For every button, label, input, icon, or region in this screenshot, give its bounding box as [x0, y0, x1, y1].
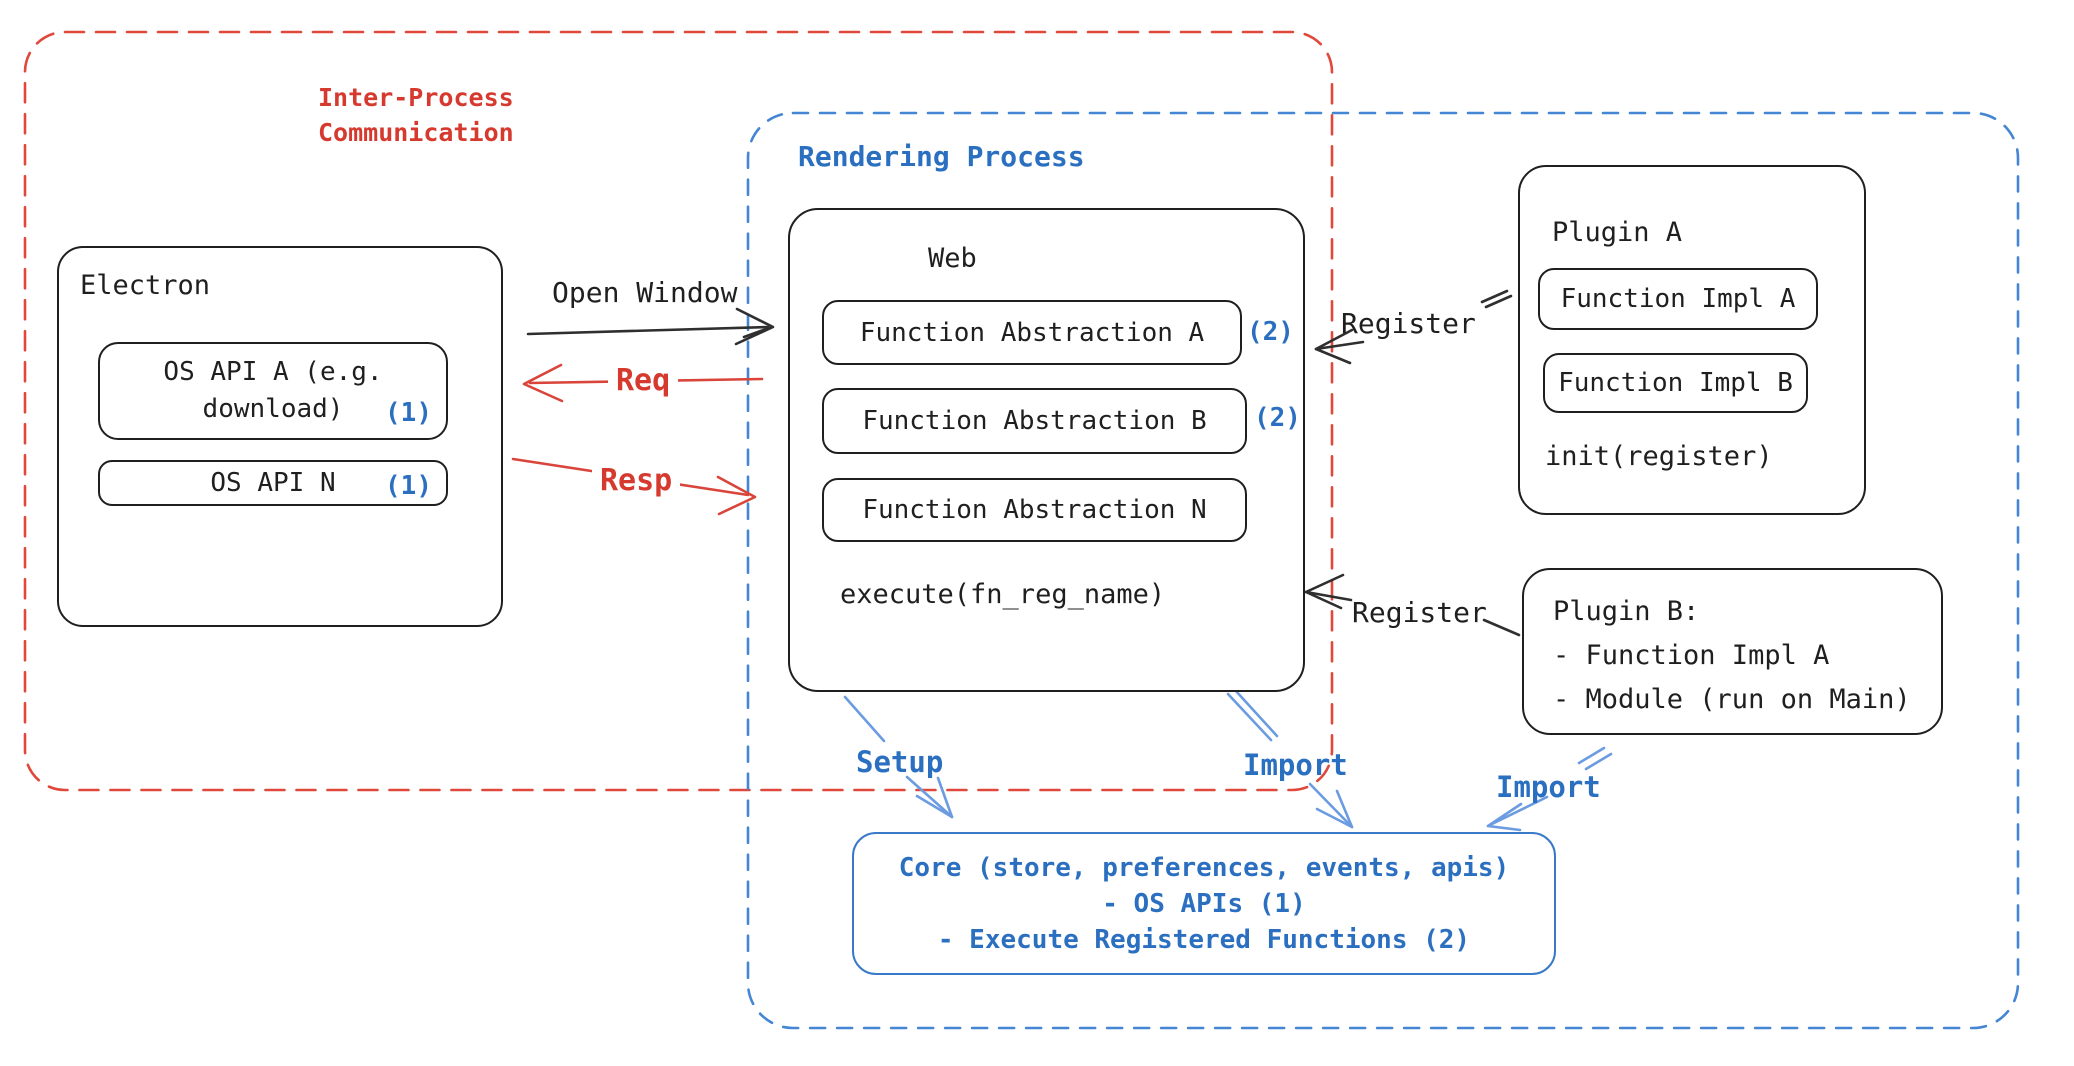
- core-box: Core (store, preferences, events, apis) …: [852, 832, 1556, 975]
- function-impl-a-label: Function Impl A: [1560, 284, 1796, 314]
- os-api-a-box: OS API A (e.g. download) (1): [98, 342, 448, 440]
- plugin-b-box: [1522, 568, 1943, 735]
- os-api-n-badge: (1): [385, 471, 432, 501]
- register-plugin-b-label: Register: [1352, 596, 1487, 629]
- resp-label: Resp: [592, 463, 681, 498]
- register-plugin-a-label: Register: [1341, 307, 1476, 340]
- os-api-a-badge: (1): [385, 398, 432, 428]
- setup-label: Setup: [856, 745, 944, 779]
- plugin-a-title: Plugin A: [1552, 217, 1683, 248]
- function-impl-a-box: Function Impl A: [1538, 268, 1818, 330]
- register-plugin-a-arrow: [1314, 289, 1513, 365]
- function-abstraction-n-box: Function Abstraction N: [822, 478, 1247, 542]
- rendering-dashed-region: [746, 111, 2020, 1030]
- open-window-label: Open Window: [552, 276, 738, 309]
- os-api-n-box: OS API N (1): [98, 460, 448, 506]
- function-abstraction-a-box: Function Abstraction A: [822, 300, 1242, 365]
- os-api-n-label: OS API N: [210, 468, 336, 498]
- import-plugin-b-label: Import: [1496, 770, 1601, 804]
- setup-arrow: [843, 695, 954, 819]
- import-web-label: Import: [1243, 748, 1348, 782]
- os-api-a-label: OS API A (e.g. download): [163, 357, 383, 424]
- open-window-arrow: [526, 307, 775, 346]
- web-title: Web: [928, 243, 977, 274]
- function-abstraction-b-label: Function Abstraction B: [862, 406, 1207, 436]
- function-abstraction-n-label: Function Abstraction N: [862, 495, 1207, 525]
- plugin-a-box: [1518, 165, 1866, 515]
- import-plugin-b-arrow: [1486, 746, 1613, 832]
- function-abstraction-b-box: Function Abstraction B: [822, 388, 1247, 454]
- req-label: Req: [608, 363, 679, 398]
- electron-title: Electron: [80, 270, 211, 301]
- function-abstraction-a-label: Function Abstraction A: [859, 317, 1205, 348]
- import-web-arrow: [1226, 688, 1354, 829]
- function-abstraction-b-badge: (2): [1254, 403, 1301, 433]
- function-abstraction-a-badge: (2): [1247, 317, 1294, 347]
- function-impl-b-label: Function Impl B: [1558, 368, 1793, 398]
- register-plugin-b-arrow: [1304, 573, 1521, 637]
- plugin-b-text: Plugin B: - Function Impl A - Module (ru…: [1553, 596, 1911, 715]
- core-text: Core (store, preferences, events, apis) …: [898, 852, 1510, 955]
- function-impl-b-box: Function Impl B: [1543, 353, 1808, 413]
- ipc-region-label: Inter-Process Communication: [318, 83, 514, 147]
- rendering-region-label: Rendering Process: [798, 140, 1085, 173]
- ipc-dashed-region: [23, 30, 1334, 792]
- init-register-label: init(register): [1545, 441, 1773, 472]
- execute-label: execute(fn_reg_name): [840, 579, 1166, 610]
